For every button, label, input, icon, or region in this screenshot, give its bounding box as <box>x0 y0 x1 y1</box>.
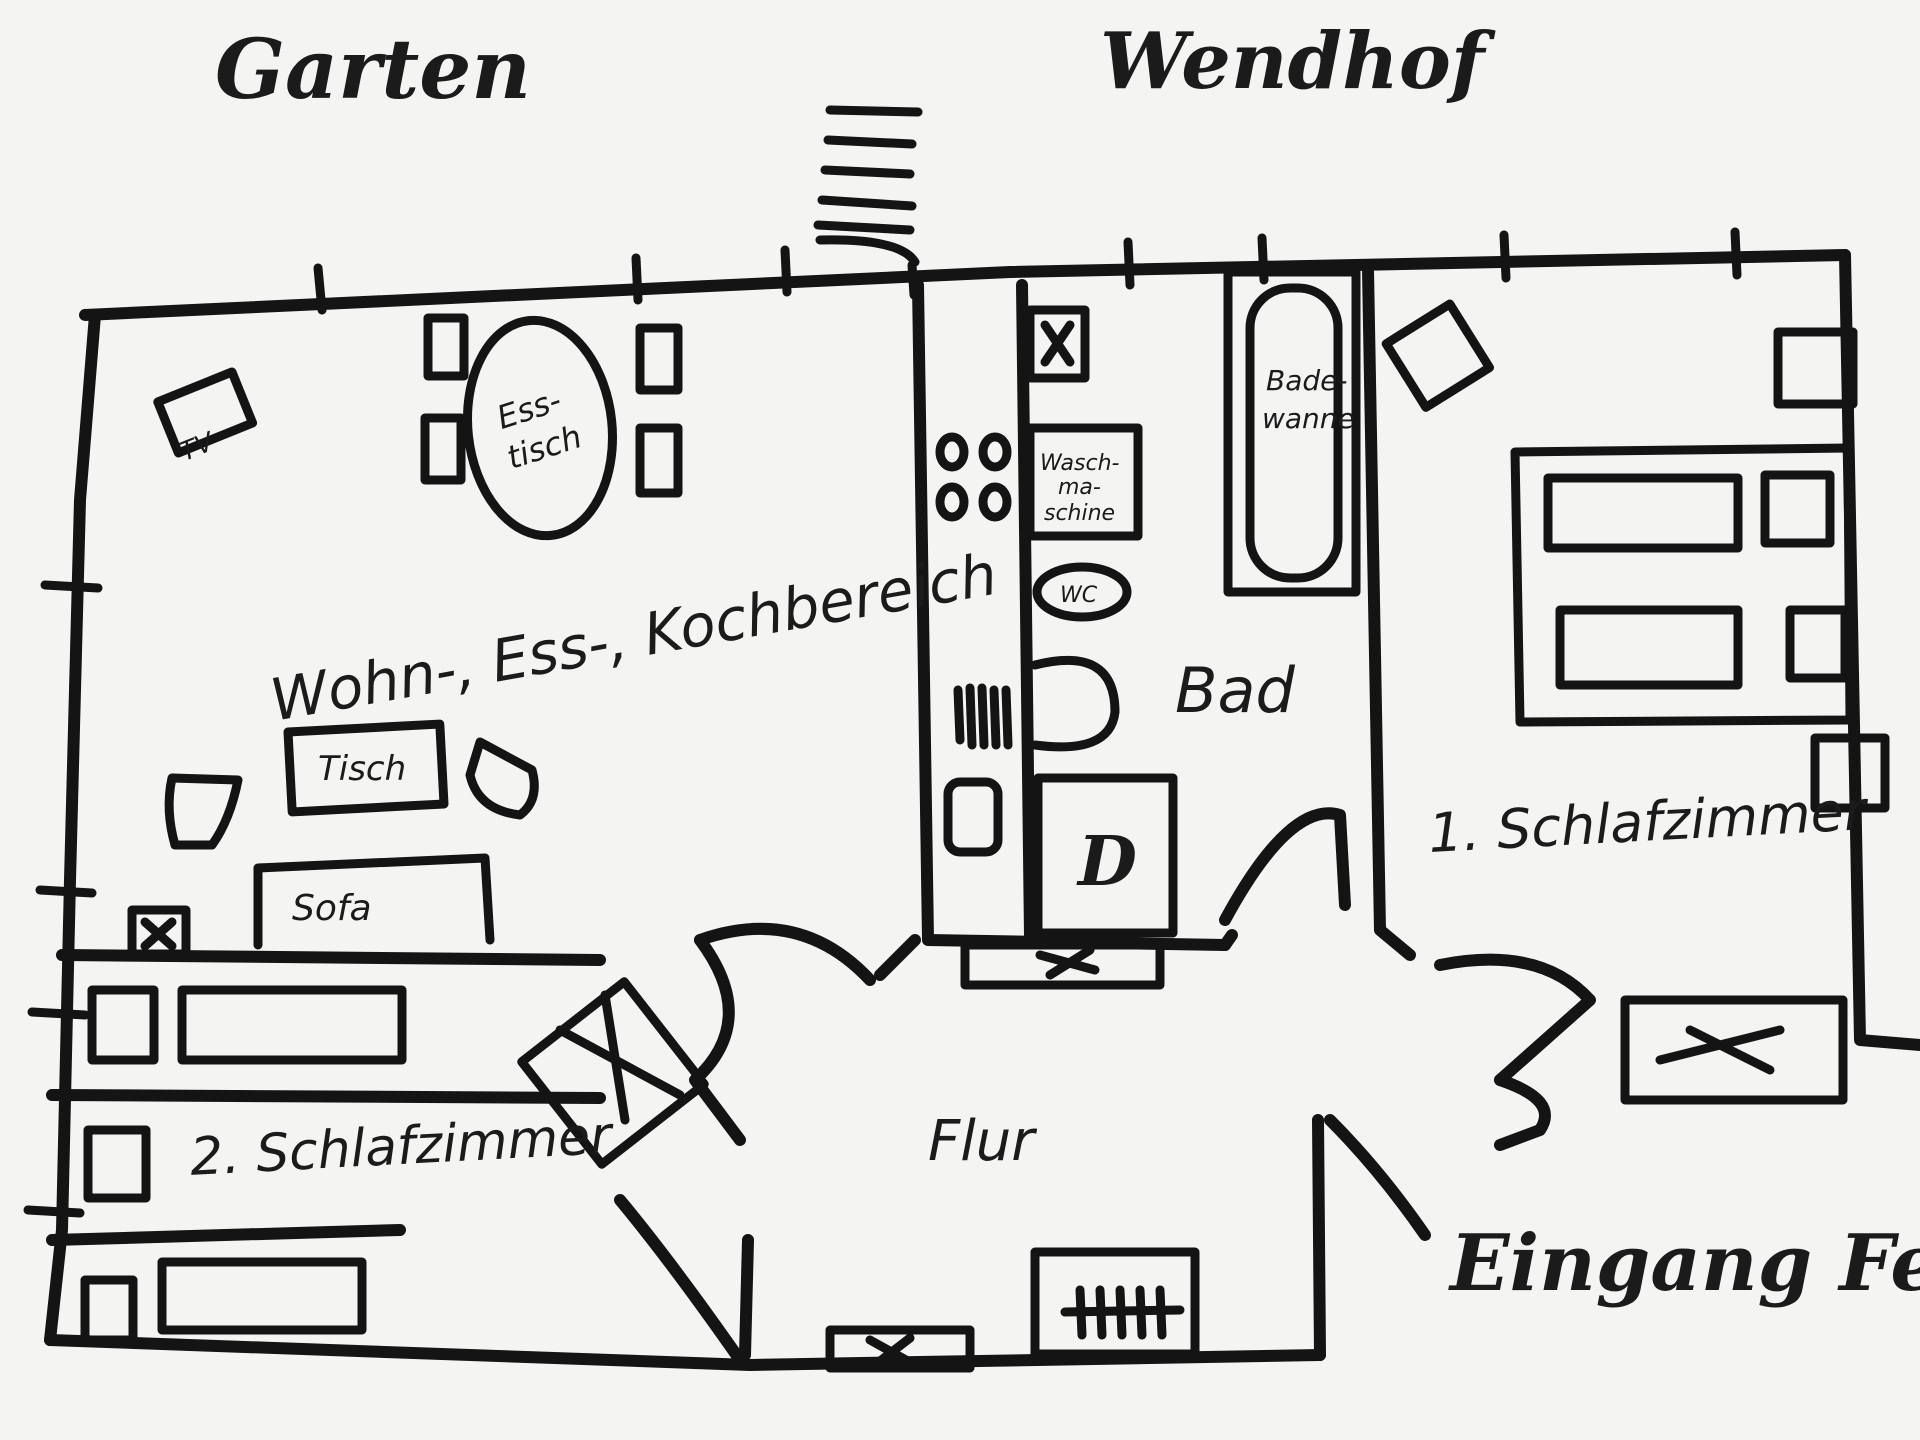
wardrobe-x-bedroom1 <box>1620 995 1848 1105</box>
washer-label-1: Wasch- <box>1040 451 1120 476</box>
table-label: Tisch <box>318 749 406 789</box>
bath-label: Bad <box>1175 654 1296 727</box>
dining-table: Ess- tisch <box>463 315 617 541</box>
washer-label-3: schine <box>1044 501 1115 526</box>
courtyard-label: Wendhof <box>1100 16 1496 107</box>
storage-x-living <box>127 905 191 959</box>
bathtub-label-2: wanne <box>1262 402 1355 435</box>
sofa: Sofa <box>253 853 495 950</box>
garden-label: Garten <box>215 22 531 118</box>
tv-unit: TV <box>153 367 258 468</box>
dining-chairs <box>420 313 683 498</box>
shower: D <box>1033 773 1178 938</box>
kitchen-sink <box>943 777 1003 857</box>
bedroom1-nightstand-bottom <box>1810 733 1890 813</box>
armchair-right <box>465 737 539 820</box>
bedroom1-nightstand-top <box>1773 327 1858 409</box>
armchair-left <box>164 773 243 850</box>
double-bed <box>1510 443 1855 727</box>
washing-machine: Wasch- ma- schine <box>1025 423 1143 541</box>
stairs <box>813 105 923 267</box>
coffee-table: Tisch <box>283 719 449 817</box>
bedroom2-label: 2. Schlafzimmer <box>189 1106 617 1188</box>
bathtub: Bade- wanne <box>1223 267 1361 597</box>
wc-label: WC <box>1060 583 1098 608</box>
bed-top <box>87 985 407 1065</box>
wardrobe-x-bedroom2 <box>517 977 709 1169</box>
bedroom2-nightstand <box>83 1125 151 1203</box>
living-room-label: Wohn-, Ess-, Kochbereich <box>265 540 1002 735</box>
window-marks <box>23 227 1742 1218</box>
tv-label: TV <box>176 426 221 467</box>
entrance-label: Eingang Fewo <box>1448 1218 1920 1309</box>
storage-x-hall-top <box>960 940 1165 990</box>
door-swings <box>614 807 1596 1366</box>
sink-drainer <box>953 683 1013 750</box>
coat-rack <box>1030 1247 1200 1359</box>
shower-label: D <box>1076 822 1137 902</box>
bedroom1-label: 1. Schlafzimmer <box>1427 779 1870 865</box>
sofa-label: Sofa <box>292 888 372 929</box>
bedroom1-chair <box>1381 299 1495 412</box>
storage-x-hall-bottom <box>825 1325 975 1373</box>
hall-label: Flur <box>928 1109 1037 1174</box>
interior-walls <box>46 264 1416 1361</box>
storage-x-bath <box>1025 305 1090 383</box>
stove <box>935 432 1012 522</box>
bed-bottom <box>80 1257 367 1345</box>
wc: WC <box>1032 562 1132 622</box>
washbasin <box>1030 655 1120 752</box>
washer-label-2: ma- <box>1058 475 1101 500</box>
bathtub-label-1: Bade- <box>1266 364 1347 397</box>
